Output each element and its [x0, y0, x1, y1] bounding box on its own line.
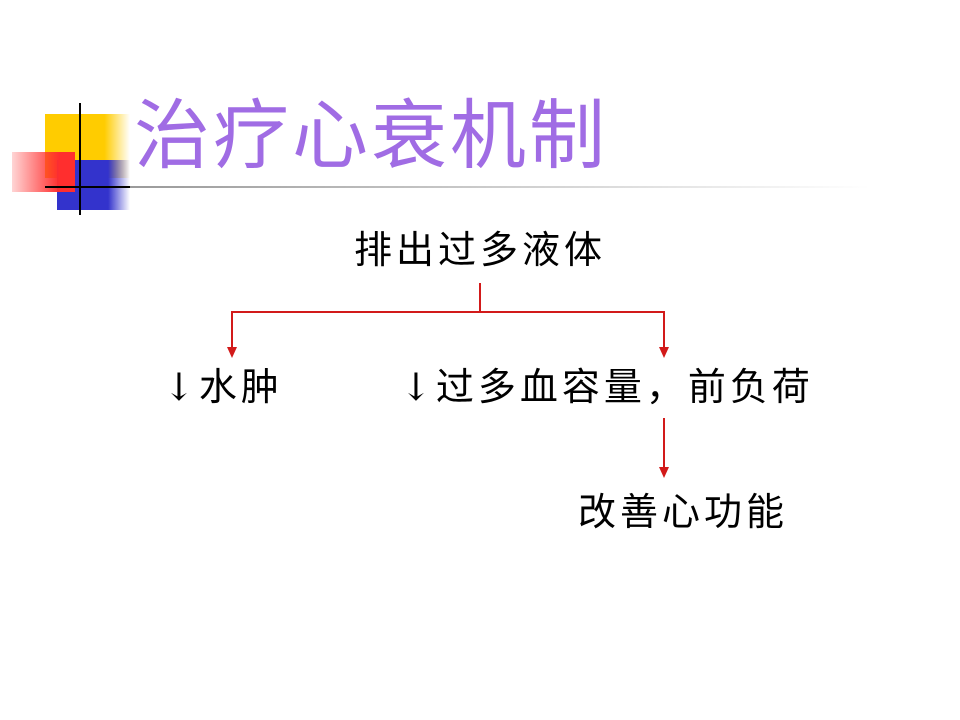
diagram-connectors	[231, 283, 665, 469]
logo-vertical-line	[79, 103, 81, 215]
diagram-arrowheads	[227, 347, 669, 478]
diagram-node-right: ↓过多血容量，前负荷	[400, 365, 814, 409]
diagram-node-root: 排出过多液体	[353, 228, 607, 272]
title-rule	[130, 186, 870, 188]
slide-title: 治疗心衰机制	[134, 91, 608, 180]
diagram-node-bottom: 改善心功能	[578, 490, 789, 534]
arrowhead-bottom	[659, 467, 669, 478]
logo-horizontal-line	[45, 186, 130, 188]
logo-red-square	[12, 152, 75, 192]
arrowhead-right	[659, 347, 669, 358]
diagram-node-left: ↓水肿	[163, 365, 283, 409]
arrowhead-left	[227, 347, 237, 358]
logo-mark	[12, 103, 130, 215]
